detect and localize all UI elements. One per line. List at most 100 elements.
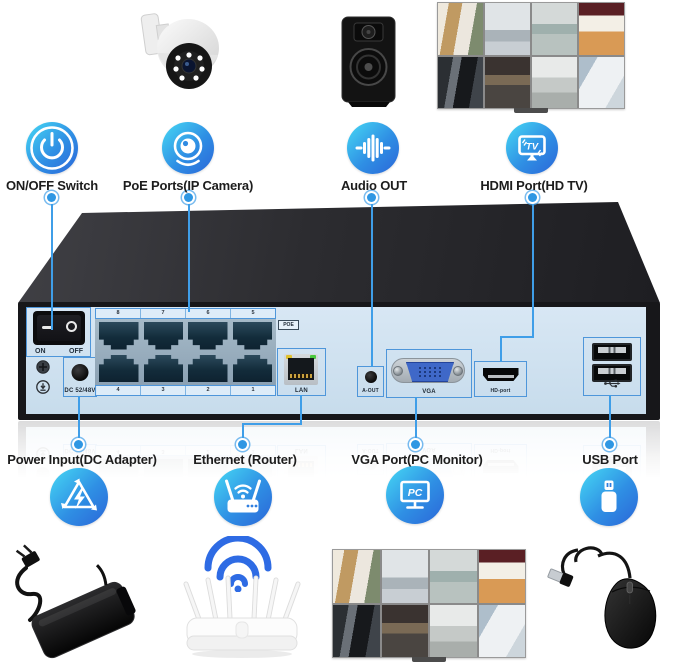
camera-view-tile bbox=[333, 604, 380, 657]
callout-line bbox=[242, 423, 244, 441]
mouse-image bbox=[540, 534, 660, 660]
camera-view-tile bbox=[438, 56, 483, 108]
rj45-jack bbox=[143, 322, 183, 350]
callout-line bbox=[500, 336, 502, 362]
dc-power-input: DC 52/48V bbox=[63, 357, 97, 397]
ground-icon bbox=[36, 380, 50, 399]
poe-port-number: 2 bbox=[185, 386, 230, 395]
vga-screw bbox=[393, 366, 403, 376]
speaker-image bbox=[340, 14, 398, 109]
ptz-camera-image bbox=[132, 8, 227, 108]
reflection-fade bbox=[18, 421, 660, 481]
poe-port-number: 7 bbox=[140, 309, 185, 318]
poe-port-number: 6 bbox=[185, 309, 230, 318]
usb-symbol-icon bbox=[603, 376, 621, 394]
screw-icon bbox=[36, 360, 50, 379]
vga-screw bbox=[453, 366, 463, 376]
usb-ports bbox=[583, 337, 641, 396]
pc-monitor-icon: PC bbox=[386, 466, 444, 524]
audio-jack bbox=[364, 371, 377, 383]
camera-view-tile bbox=[579, 56, 624, 108]
camera-view-tile bbox=[381, 550, 428, 603]
rj45-jack bbox=[99, 354, 139, 382]
camera-view-tile bbox=[478, 550, 525, 603]
callout-line bbox=[51, 203, 53, 330]
callout-dot bbox=[528, 193, 537, 202]
audio-out-port: A-OUT bbox=[357, 366, 384, 397]
camera-view-tile bbox=[532, 56, 577, 108]
rj45-jack bbox=[188, 322, 228, 350]
label-poe-ports: PoE Ports(IP Camera) bbox=[122, 178, 254, 193]
svg-text:TV: TV bbox=[526, 142, 539, 153]
switch-off-label: OFF bbox=[69, 348, 83, 355]
camera-view-tile bbox=[438, 3, 483, 55]
power-icon bbox=[26, 122, 78, 174]
callout-line bbox=[242, 423, 302, 425]
hdmi-connector bbox=[482, 368, 519, 381]
rj45-jack bbox=[232, 354, 272, 382]
switch-on-label: ON bbox=[35, 348, 46, 355]
rj45-jack bbox=[188, 354, 228, 382]
lan-led-yellow bbox=[286, 355, 292, 359]
rj45-jack bbox=[99, 322, 139, 350]
nvr-back-panel: ON OFF bbox=[18, 302, 660, 420]
vga-label: VGA bbox=[422, 389, 436, 395]
router-icon bbox=[214, 468, 272, 526]
label-power-input: Power Input(DC Adapter) bbox=[7, 452, 157, 467]
rj45-jack bbox=[232, 322, 272, 350]
callout-line bbox=[371, 203, 373, 367]
callout-line bbox=[415, 397, 417, 440]
dc-input-label: DC 52/48V bbox=[64, 388, 96, 394]
callout-dot bbox=[238, 440, 247, 449]
label-usb-port: USB Port bbox=[582, 452, 638, 467]
poe-port-number: 1 bbox=[230, 386, 275, 395]
vga-connector bbox=[391, 358, 465, 383]
webcam-icon bbox=[162, 122, 214, 174]
wifi-symbol bbox=[196, 534, 280, 593]
callout-dot bbox=[74, 440, 83, 449]
callout-dot bbox=[184, 193, 193, 202]
hdmi-port: HD-port bbox=[474, 361, 527, 397]
power-switch: ON OFF bbox=[26, 307, 91, 357]
lan-led-green bbox=[310, 355, 316, 359]
dc-jack bbox=[71, 364, 89, 381]
poe-port-number: 8 bbox=[116, 310, 120, 316]
lan-rj45 bbox=[284, 354, 318, 385]
callout-dot bbox=[605, 440, 614, 449]
callout-dot bbox=[47, 193, 56, 202]
label-ethernet: Ethernet (Router) bbox=[193, 452, 297, 467]
poe-group-label: POE bbox=[278, 320, 299, 330]
callout-line bbox=[532, 203, 534, 338]
poe-ports: 8 7 6 5 4 3 2 bbox=[95, 308, 276, 396]
camera-view-tile bbox=[485, 56, 530, 108]
callout-line bbox=[300, 395, 302, 425]
callout-line bbox=[78, 396, 80, 440]
callout-line bbox=[500, 336, 534, 338]
video-wall-image-top bbox=[437, 2, 625, 109]
audio-wave-icon bbox=[347, 122, 399, 174]
rj45-jack bbox=[143, 354, 183, 382]
audio-out-label: A-OUT bbox=[362, 388, 379, 394]
callout-dot bbox=[411, 440, 420, 449]
label-hdmi-port: HDMI Port(HD TV) bbox=[480, 178, 588, 193]
callout-line bbox=[609, 395, 611, 440]
poe-port-number: 4 bbox=[116, 387, 120, 393]
callout-line bbox=[188, 203, 190, 312]
vga-port: VGA bbox=[386, 349, 472, 398]
poe-port-number: 5 bbox=[230, 309, 275, 318]
tv-icon: TV bbox=[506, 122, 558, 174]
panel-face: ON OFF bbox=[26, 307, 646, 414]
camera-view-tile bbox=[579, 3, 624, 55]
camera-view-tile bbox=[381, 604, 428, 657]
camera-view-tile bbox=[430, 550, 477, 603]
usb-drive-icon bbox=[580, 468, 638, 526]
label-on-off-switch: ON/OFF Switch bbox=[5, 178, 99, 193]
nvr-top-face bbox=[18, 202, 660, 303]
router-image bbox=[178, 572, 306, 660]
usb-port-a bbox=[592, 343, 632, 361]
poe-port-number: 3 bbox=[140, 386, 185, 395]
hdmi-label: HD-port bbox=[490, 388, 511, 394]
poe-numbers-bottom: 4 3 2 1 bbox=[95, 385, 276, 396]
label-audio-out: Audio OUT bbox=[340, 178, 408, 193]
